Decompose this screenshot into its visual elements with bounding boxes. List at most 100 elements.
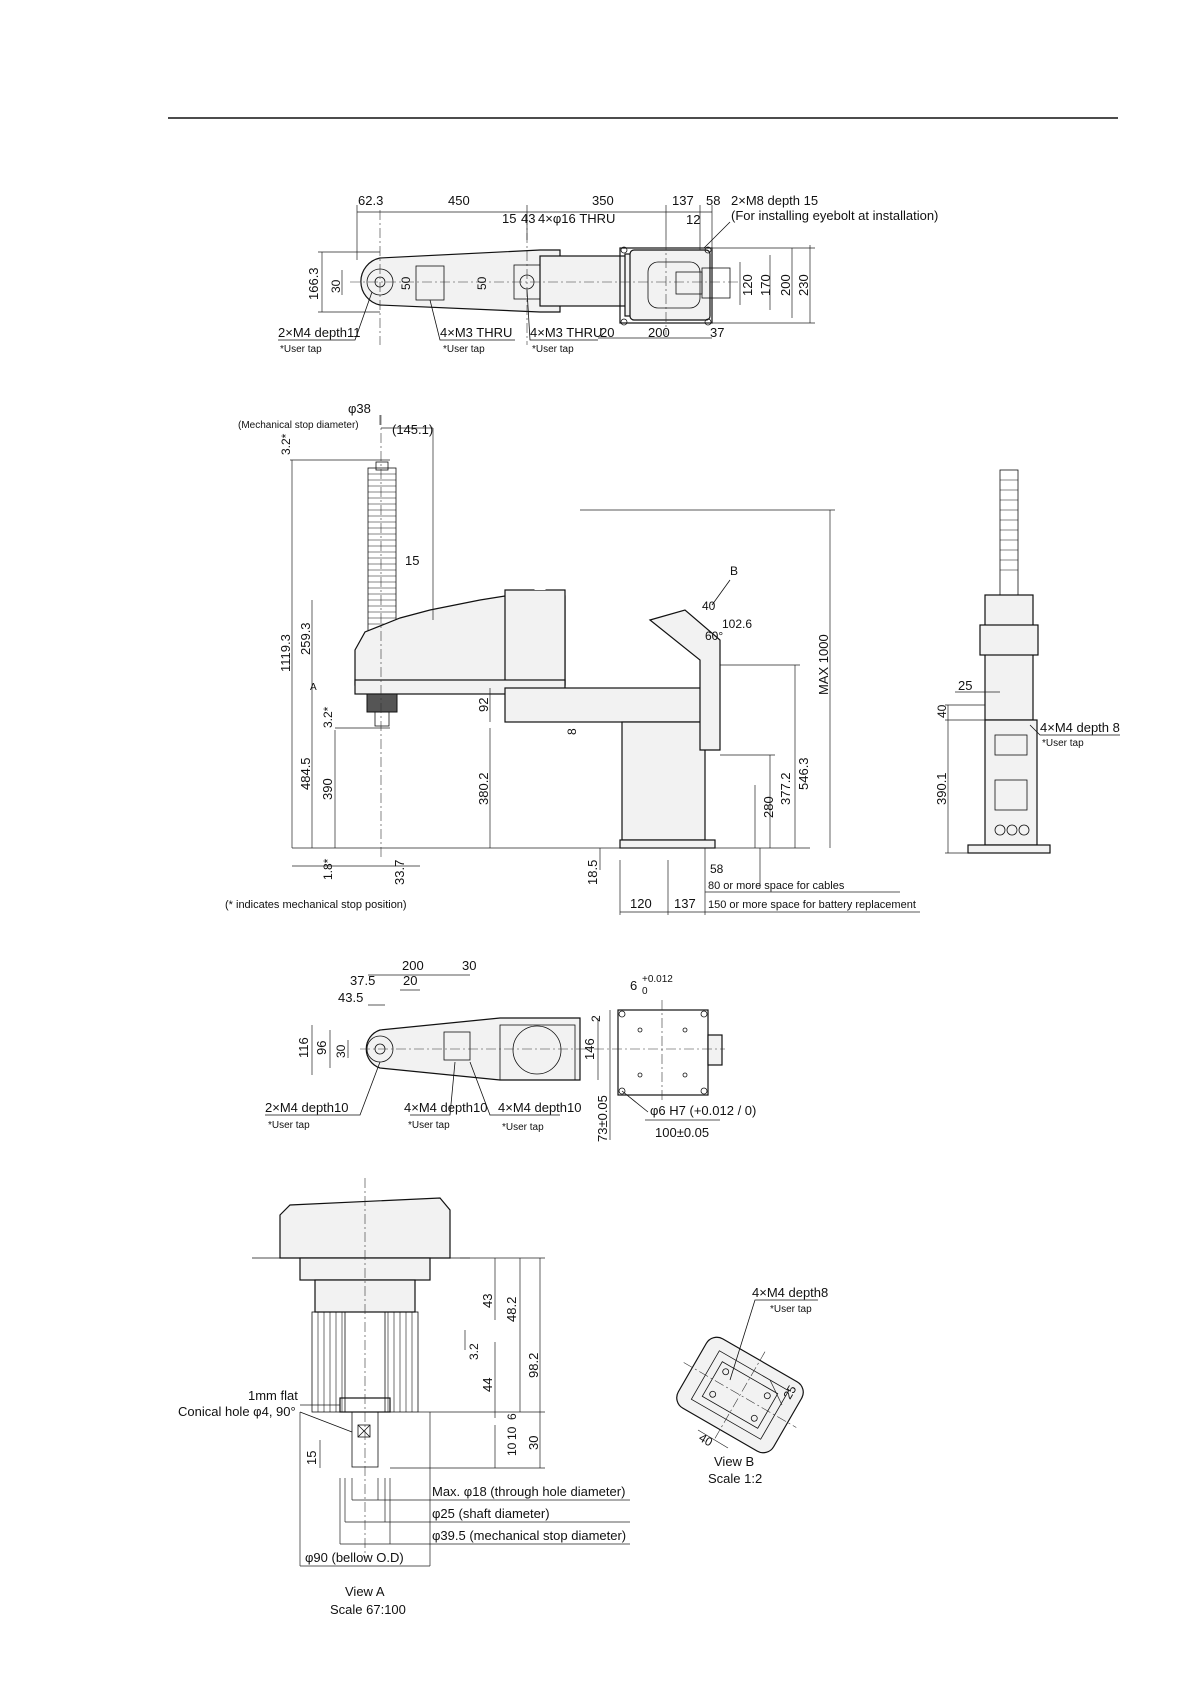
stop-diameter: φ38 (348, 401, 371, 416)
dim-text: 10 (505, 1442, 519, 1456)
dim-text: 137 (674, 896, 696, 911)
dim-text: 30 (526, 1436, 541, 1450)
callout-text: 4×M4 depth10 (498, 1100, 581, 1115)
view-b-title: View B (714, 1454, 754, 1469)
dim-text: 43 (521, 211, 535, 226)
dim-text: 230 (796, 274, 811, 296)
conical-hole-label: Conical hole φ4, 90° (178, 1404, 296, 1419)
bellows-ribs (368, 473, 396, 625)
cable-space-note: 80 or more space for cables (708, 880, 845, 892)
dim-text: 50 (475, 276, 489, 290)
dim-text: 30 (462, 958, 476, 973)
dim-text: 37.5 (350, 973, 375, 988)
eyebolt-note: (For installing eyebolt at installation) (731, 208, 938, 223)
dim-text: 120 (740, 274, 755, 296)
dim-text: 98.2 (526, 1353, 541, 1378)
tolerance-sub: 0 (642, 986, 648, 997)
dim-text: 50 (399, 276, 413, 290)
dim-text: 280 (761, 796, 776, 818)
callout-text: 2×M4 depth10 (265, 1100, 348, 1115)
dim-text: 25 (958, 678, 972, 693)
dim-text: 15 (502, 211, 516, 226)
dim-text: 40 (702, 599, 716, 613)
view-b-scale: Scale 1:2 (708, 1471, 762, 1486)
dim-text: 43.5 (338, 990, 363, 1005)
dim-text: 92 (476, 698, 491, 712)
dim-text: 43 (480, 1294, 495, 1308)
dim-text: 30 (329, 279, 343, 293)
dim-text: 33.7 (392, 860, 407, 885)
right-view: 25 40 390.1 4×M4 depth 8 *User tap (934, 469, 1120, 854)
view-a-title: View A (345, 1584, 385, 1599)
dim-text: MAX 1000 (816, 634, 831, 695)
flat-label: 1mm flat (248, 1388, 298, 1403)
bottom-view: 200 30 37.5 20 43.5 116 96 30 146 2 73±0… (265, 958, 756, 1142)
dim-text: 200 (778, 274, 793, 296)
dim-text: 350 (592, 193, 614, 208)
dim-text: 2 (589, 1015, 603, 1022)
battery-space-note: 150 or more space for battery replacemen… (708, 899, 916, 911)
dim-text: 3.2 (467, 1343, 481, 1360)
user-tap-note: *User tap (532, 344, 574, 355)
eyebolt-label: 2×M8 depth 15 (731, 193, 818, 208)
dim-text: 3.2* (279, 433, 293, 455)
through-hole-label: Max. φ18 (through hole diameter) (432, 1484, 625, 1499)
dim-text: 166.3 (306, 267, 321, 300)
dim-text: 102.6 (722, 617, 752, 631)
dim-text: 73±0.05 (595, 1095, 610, 1142)
dim-text: 40 (697, 1430, 716, 1449)
view-a-bellows (317, 1312, 413, 1412)
shaft-diameter-label: φ25 (shaft diameter) (432, 1506, 550, 1521)
callout-text: 4×M3 THRU (530, 325, 602, 340)
view-a: 43 48.2 98.2 3.2 44 6 30 10 10 15 1mm fl… (178, 1178, 630, 1617)
dim-text: 120 (630, 896, 652, 911)
tolerance-sup: +0.012 (642, 974, 673, 985)
mech-stop-diameter-label: φ39.5 (mechanical stop diameter) (432, 1528, 626, 1543)
callout-text: 4×M4 depth 8 (1040, 720, 1120, 735)
view-b: 4×M4 depth8 *User tap 25 40 View B Scale… (676, 1285, 828, 1486)
top-view: 62.3 450 350 137 58 15 43 12 4×φ16 THRU … (278, 193, 938, 355)
dim-text: 48.2 (504, 1297, 519, 1322)
dim-text: 60° (705, 629, 723, 643)
dim-text: 377.2 (778, 772, 793, 805)
dim-text: 200 (648, 325, 670, 340)
user-tap-note: *User tap (770, 1304, 812, 1315)
dim-text: 18.5 (585, 860, 600, 885)
view-a-scale: Scale 67:100 (330, 1602, 406, 1617)
user-tap-note: *User tap (268, 1120, 310, 1131)
dim-text: 100±0.05 (655, 1125, 709, 1140)
dim-text: 137 (672, 193, 694, 208)
side-view: φ38 (Mechanical stop diameter) (145.1) 3… (225, 401, 920, 915)
dim-text: 10 (505, 1426, 519, 1440)
callout-text: 4×M4 depth8 (752, 1285, 828, 1300)
dim-text: 30 (334, 1044, 348, 1058)
dim-text: 484.5 (298, 757, 313, 790)
dim-text: 62.3 (358, 193, 383, 208)
dim-text: 25 (780, 1383, 799, 1402)
dim-text: 15 (304, 1451, 319, 1465)
tolerance-hole: 6 (630, 978, 637, 993)
bellow-od-label: φ90 (bellow O.D) (305, 1550, 404, 1565)
dim-text: 1119.3 (278, 634, 293, 672)
dim-text: 44 (480, 1378, 495, 1392)
user-tap-note: *User tap (408, 1120, 450, 1131)
dim-text: 58 (706, 193, 720, 208)
dim-text: 20 (600, 325, 614, 340)
dim-text: 6 (505, 1413, 519, 1420)
dim-text: 8 (565, 728, 579, 735)
dim-text: 450 (448, 193, 470, 208)
callout-text: 4×M3 THRU (440, 325, 512, 340)
dim-text: 37 (710, 325, 724, 340)
dim-text: 1.8* (321, 858, 335, 880)
dim-text: 259.3 (298, 622, 313, 655)
user-tap-note: *User tap (502, 1122, 544, 1133)
h7-label: φ6 H7 (+0.012 / 0) (650, 1103, 756, 1118)
dim-text: 146 (582, 1038, 597, 1060)
dim-text: 390.1 (934, 772, 949, 805)
callout-text: 2×M4 depth11 (278, 325, 361, 340)
dim-text: 390 (320, 778, 335, 800)
dim-text: 200 (402, 958, 424, 973)
dim-text: 40 (935, 704, 949, 718)
dim-text: 170 (758, 274, 773, 296)
